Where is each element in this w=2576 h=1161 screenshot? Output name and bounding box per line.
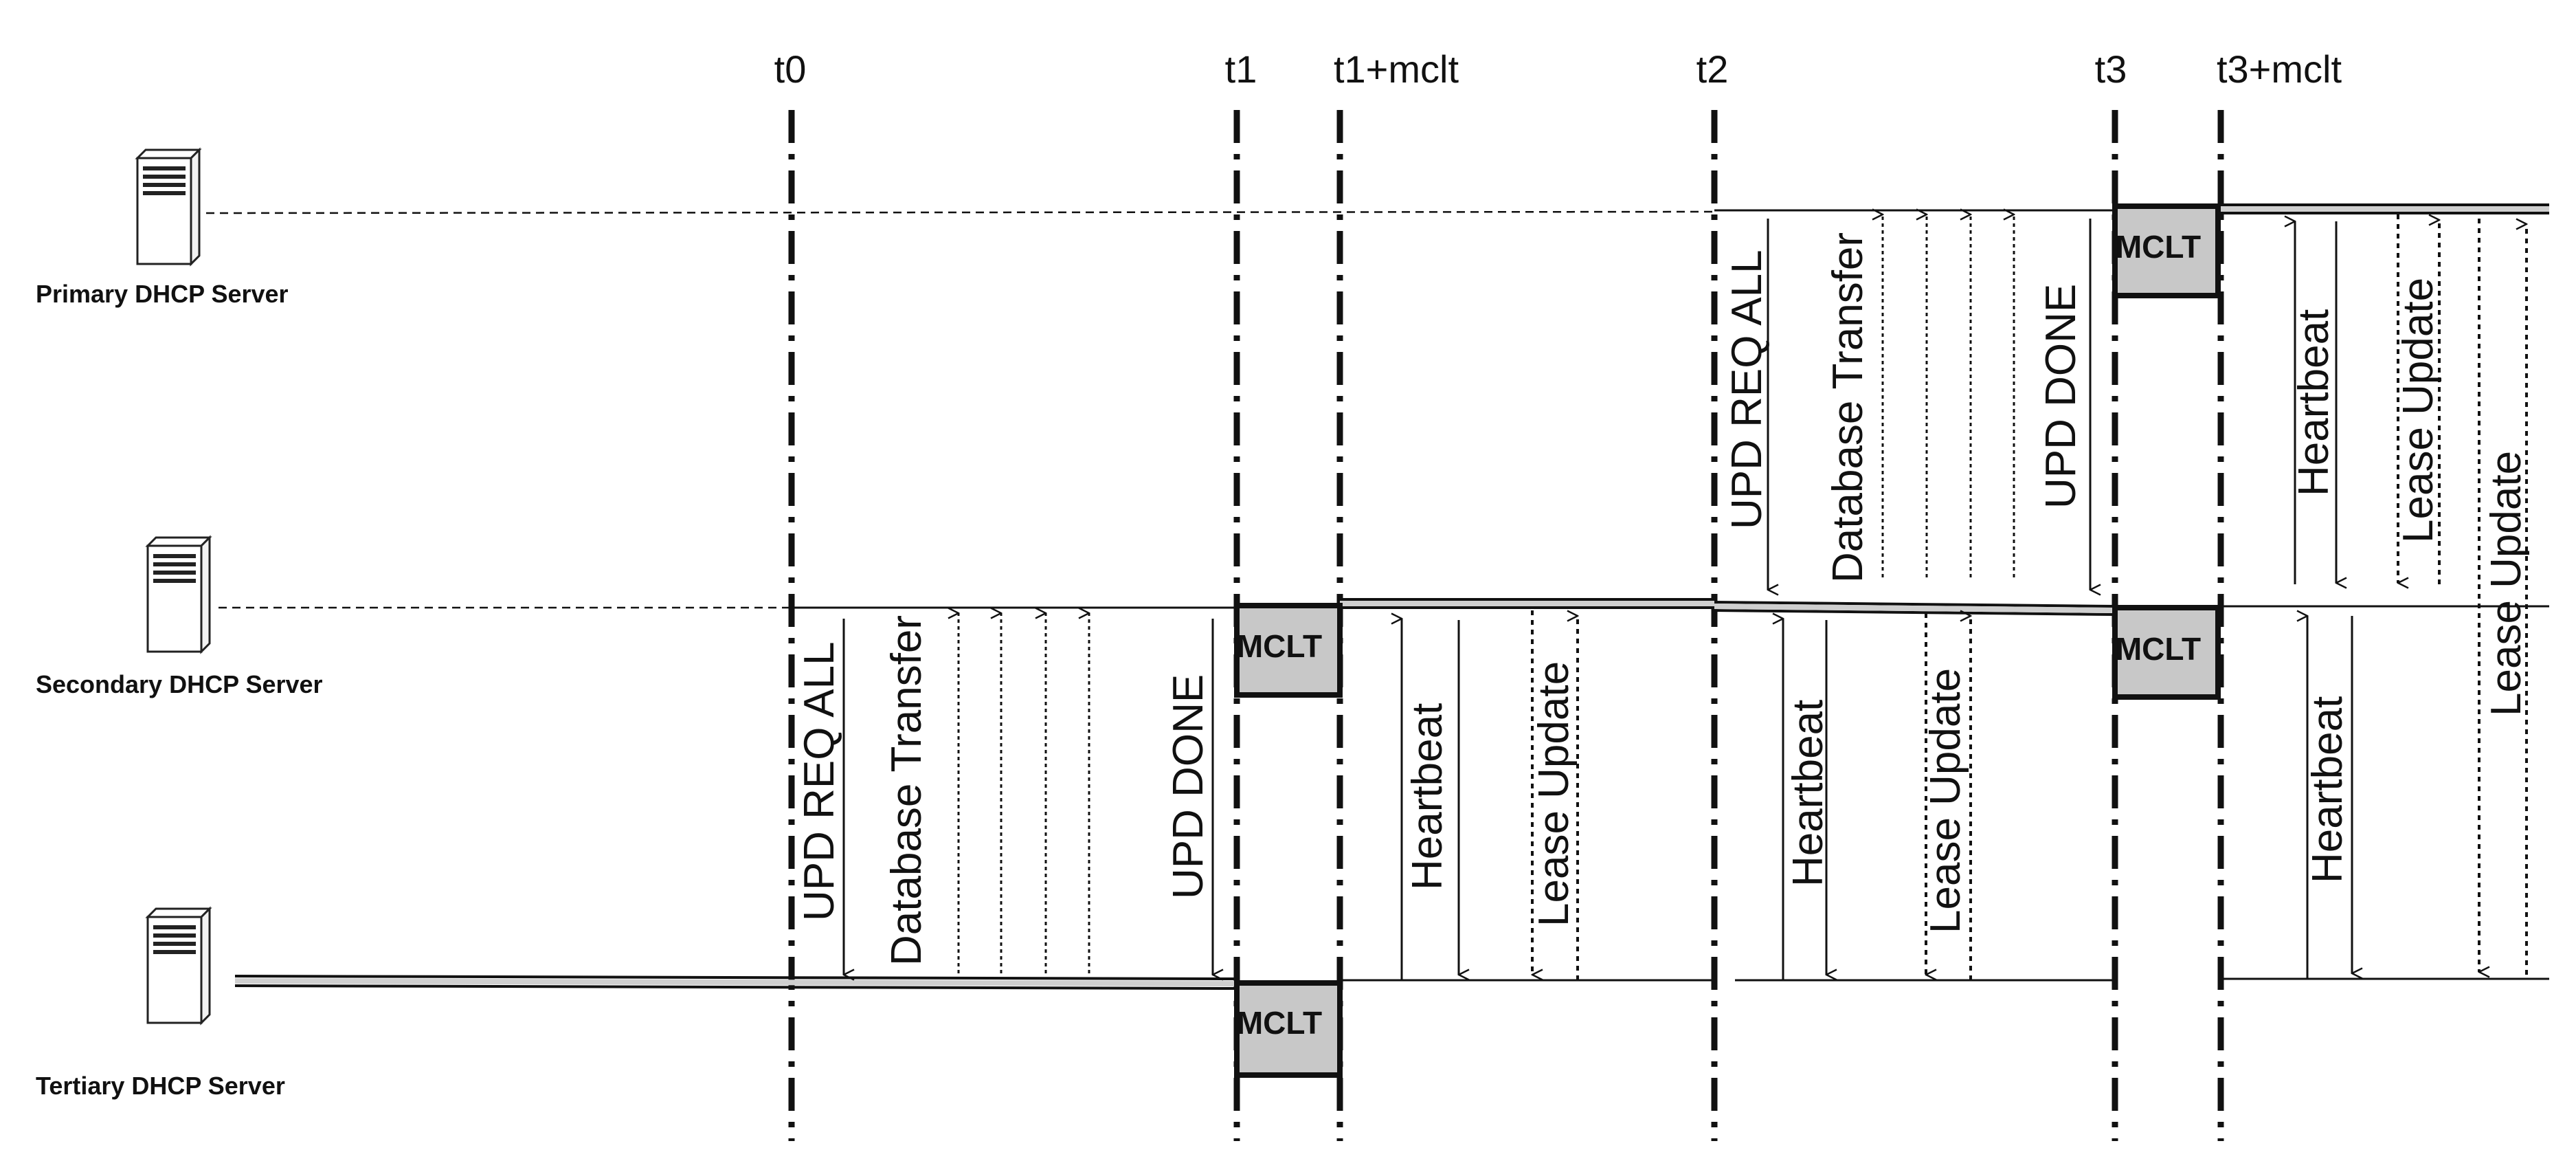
upd-req-all-label: UPD REQ ALL — [1723, 250, 1771, 529]
mclt-box: MCLT — [1234, 603, 1343, 698]
upd-done-label: UPD DONE — [2037, 284, 2085, 509]
lease-update-label: Lease Update — [2395, 278, 2442, 543]
tertiary-server-label: Tertiary DHCP Server — [36, 1072, 285, 1100]
tertiary-active-edge — [234, 975, 1237, 980]
mclt-box: MCLT — [2112, 203, 2221, 298]
lease-update-label: Lease Update — [1922, 668, 1969, 933]
time-label-t0: t0 — [774, 47, 807, 91]
svg-text:MCLT: MCLT — [2116, 631, 2201, 667]
server-icon — [145, 535, 212, 654]
lease-update-label: Lease Update — [2483, 451, 2530, 716]
upd-req-all-label: UPD REQ ALL — [796, 641, 843, 921]
message-labels: UPD REQ ALL Database Transfer UPD DONE H… — [796, 232, 2530, 966]
database-transfer-label: Database Transfer — [1824, 232, 1872, 583]
time-label-t2: t2 — [1696, 47, 1729, 91]
mclt-box: MCLT — [2112, 605, 2221, 700]
server-icon — [145, 906, 212, 1026]
svg-text:MCLT: MCLT — [1237, 1005, 1322, 1041]
upd-done-label: UPD DONE — [1165, 674, 1212, 899]
mclt-box: MCLT — [1234, 980, 1343, 1078]
primary-lifeline-dashed — [205, 210, 1715, 214]
message-arrows — [842, 214, 2528, 980]
time-label-t1: t1 — [1225, 47, 1257, 91]
server-icon — [135, 147, 202, 267]
lifelines — [205, 203, 2549, 990]
time-label-t1-mclt: t1+mclt — [1334, 47, 1459, 91]
secondary-server-label: Secondary DHCP Server — [36, 670, 323, 698]
svg-text:MCLT: MCLT — [2116, 229, 2201, 265]
heartbeat-label: Heartbeat — [1784, 700, 1832, 887]
time-label-t3-mclt: t3+mclt — [2217, 47, 2342, 91]
primary-server-label: Primary DHCP Server — [36, 280, 289, 308]
time-label-t3: t3 — [2095, 47, 2127, 91]
database-transfer-label: Database Transfer — [883, 615, 930, 966]
heartbeat-label: Heartbeat — [1404, 703, 1451, 890]
heartbeat-label: Heartbeat — [2304, 696, 2351, 883]
heartbeat-label: Heartbeat — [2290, 309, 2338, 496]
svg-text:MCLT: MCLT — [1237, 628, 1322, 664]
lease-update-label: Lease Update — [1530, 661, 1578, 927]
time-markers — [788, 110, 2224, 1141]
